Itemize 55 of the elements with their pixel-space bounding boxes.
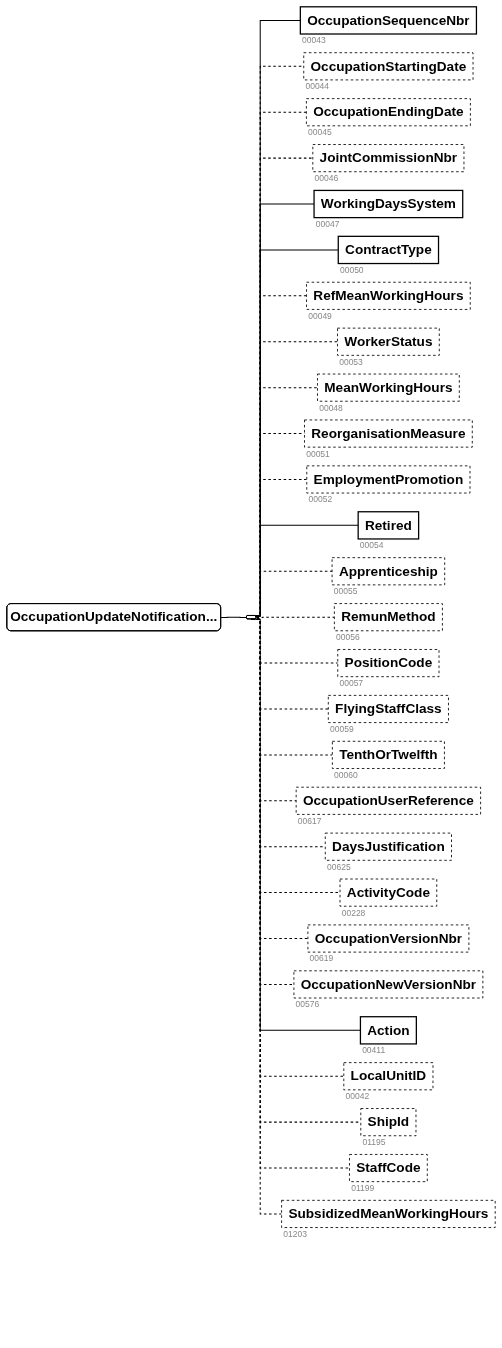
node-box bbox=[349, 1154, 428, 1183]
element-id-label: 00057 bbox=[339, 678, 364, 689]
element-id-label: 00048 bbox=[319, 402, 343, 413]
node-box bbox=[359, 1016, 417, 1045]
node-box bbox=[307, 924, 470, 953]
element-id-label: 00619 bbox=[309, 953, 334, 964]
element-id-label: 01199 bbox=[351, 1183, 375, 1193]
element-id-label: 01195 bbox=[362, 1137, 386, 1148]
element-id-label: 00050 bbox=[339, 264, 364, 275]
element-id-label: 00047 bbox=[315, 219, 340, 229]
node-box bbox=[312, 144, 465, 173]
node-box bbox=[281, 1199, 496, 1228]
element-id-label: 00052 bbox=[308, 494, 333, 505]
element-id-label: 00043 bbox=[302, 35, 326, 46]
node-box bbox=[303, 52, 474, 81]
connector bbox=[220, 616, 248, 619]
node-box bbox=[324, 832, 452, 861]
node-box bbox=[313, 189, 464, 219]
element-id-label: 00228 bbox=[341, 907, 366, 918]
element-id-label: 00046 bbox=[314, 173, 339, 184]
element-id-label: 00051 bbox=[306, 448, 330, 459]
node-box bbox=[327, 694, 449, 723]
element-id-label: 00042 bbox=[345, 1091, 370, 1102]
element-id-label: 00045 bbox=[308, 127, 332, 138]
element-id-label: 01203 bbox=[283, 1228, 307, 1239]
node-box bbox=[299, 6, 478, 35]
element-id-label: 00059 bbox=[330, 723, 354, 734]
node-box bbox=[317, 373, 460, 402]
element-id-label: 00617 bbox=[297, 815, 322, 826]
node-box bbox=[293, 970, 484, 999]
node-box bbox=[360, 1108, 417, 1137]
element-id-label: 00576 bbox=[295, 999, 320, 1010]
node-box bbox=[295, 786, 482, 815]
element-id-label: 00053 bbox=[339, 356, 363, 367]
node-box bbox=[331, 557, 446, 586]
node-box bbox=[306, 465, 471, 494]
node-box bbox=[306, 281, 471, 310]
node-box bbox=[304, 419, 473, 448]
node-box bbox=[305, 98, 471, 127]
node-box bbox=[337, 235, 440, 265]
element-id-label: 00044 bbox=[305, 81, 330, 92]
node-box bbox=[357, 511, 420, 540]
node-box bbox=[331, 740, 445, 769]
element-id-label: 00411 bbox=[362, 1045, 386, 1056]
element-id-label: 00049 bbox=[308, 310, 332, 321]
element-id-label: 00060 bbox=[334, 769, 358, 780]
node-box bbox=[339, 878, 438, 907]
node-box bbox=[333, 603, 443, 632]
element-id-label: 00054 bbox=[359, 540, 384, 551]
node-box bbox=[343, 1062, 434, 1091]
element-id-label: 00055 bbox=[333, 586, 358, 597]
node-box bbox=[337, 649, 440, 678]
element-id-label: 00625 bbox=[327, 861, 351, 872]
node-box bbox=[337, 327, 440, 356]
element-id-label: 00056 bbox=[336, 632, 360, 643]
